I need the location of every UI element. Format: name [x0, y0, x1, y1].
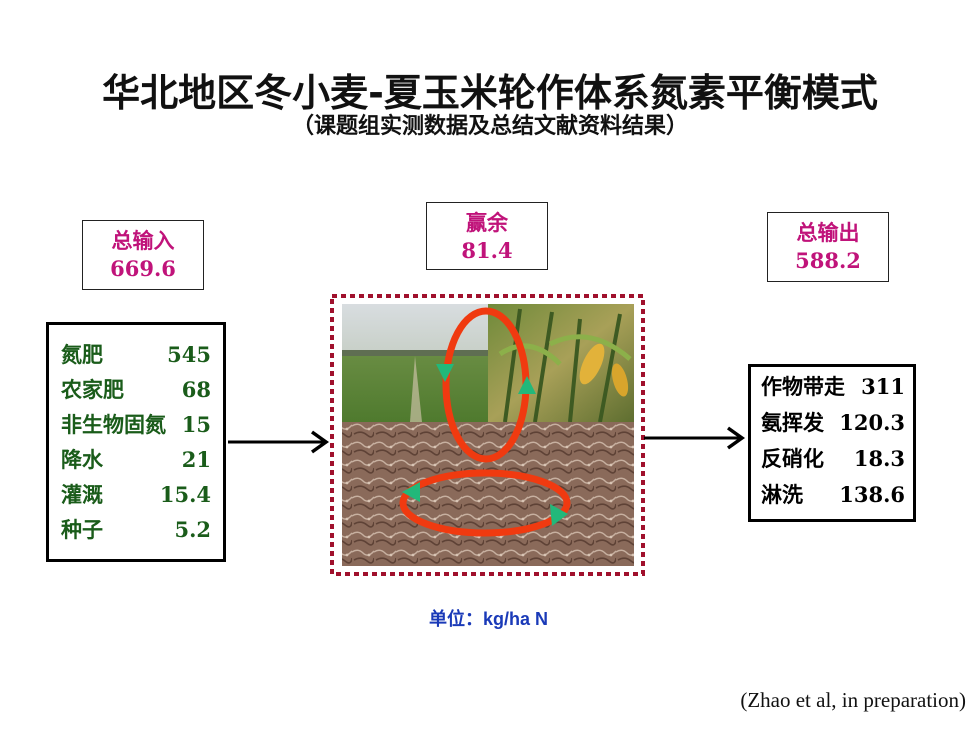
units-label: 单位：kg/ha N [429, 609, 549, 629]
input-total-value: 669.6 [110, 256, 176, 281]
up-arrow-head [518, 376, 536, 394]
left-arrow-head [402, 482, 420, 502]
output-name: 氨挥发 [761, 410, 824, 435]
input-value: 15 [181, 412, 211, 437]
input-total-box: 总输入 669.6 [82, 220, 204, 290]
input-value: 21 [181, 447, 211, 472]
output-name: 作物带走 [761, 374, 845, 399]
input-name: 农家肥 [61, 377, 124, 402]
input-row: 氮肥 545 [61, 338, 211, 372]
input-row: 种子 5.2 [61, 513, 211, 547]
output-arrow [644, 426, 746, 450]
input-name: 灌溉 [61, 482, 103, 507]
input-name: 非生物固氮 [61, 412, 166, 437]
output-row: 淋洗 138.6 [761, 478, 905, 512]
output-row: 氨挥发 120.3 [761, 406, 905, 440]
input-name: 氮肥 [61, 342, 103, 367]
input-value: 5.2 [174, 517, 211, 542]
page-title: 华北地区冬小麦-夏玉米轮作体系氮素平衡模式 [102, 71, 878, 115]
output-total-box: 总输出 588.2 [767, 212, 889, 282]
input-value: 545 [167, 342, 211, 367]
input-arrow [228, 430, 330, 454]
input-name: 降水 [61, 447, 103, 472]
output-total-label: 总输出 [796, 220, 860, 245]
output-name: 反硝化 [761, 446, 824, 471]
output-value: 120.3 [839, 410, 905, 435]
surplus-box: 赢余 81.4 [426, 202, 548, 270]
output-value: 311 [861, 374, 905, 399]
citation: (Zhao et al, in preparation) [740, 688, 966, 712]
input-row: 非生物固氮 15 [61, 408, 211, 442]
output-value: 18.3 [853, 446, 905, 471]
input-row: 降水 21 [61, 443, 211, 477]
output-value: 138.6 [839, 482, 905, 507]
surplus-label: 赢余 [466, 210, 508, 235]
soil-image [342, 422, 634, 566]
surplus-value: 81.4 [461, 238, 513, 263]
input-row: 农家肥 68 [61, 373, 211, 407]
inputs-list: 氮肥 545 农家肥 68 非生物固氮 15 降水 21 灌溉 15.4 种子 … [46, 322, 226, 562]
input-name: 种子 [61, 517, 103, 542]
output-name: 淋洗 [761, 482, 803, 507]
outputs-list: 作物带走 311 氨挥发 120.3 反硝化 18.3 淋洗 138.6 [748, 364, 916, 522]
input-row: 灌溉 15.4 [61, 478, 211, 512]
input-value: 68 [181, 377, 211, 402]
down-arrow-head [436, 364, 454, 382]
input-value: 15.4 [159, 482, 211, 507]
cropping-system-illustration [330, 294, 645, 576]
input-total-label: 总输入 [111, 228, 175, 253]
page-subtitle: （课题组实测数据及总结文献资料结果） [291, 114, 688, 139]
soil-cycle-loop [399, 469, 571, 537]
output-row: 作物带走 311 [761, 370, 905, 404]
right-arrow-head [550, 504, 568, 526]
output-total-value: 588.2 [795, 248, 861, 273]
output-row: 反硝化 18.3 [761, 442, 905, 476]
